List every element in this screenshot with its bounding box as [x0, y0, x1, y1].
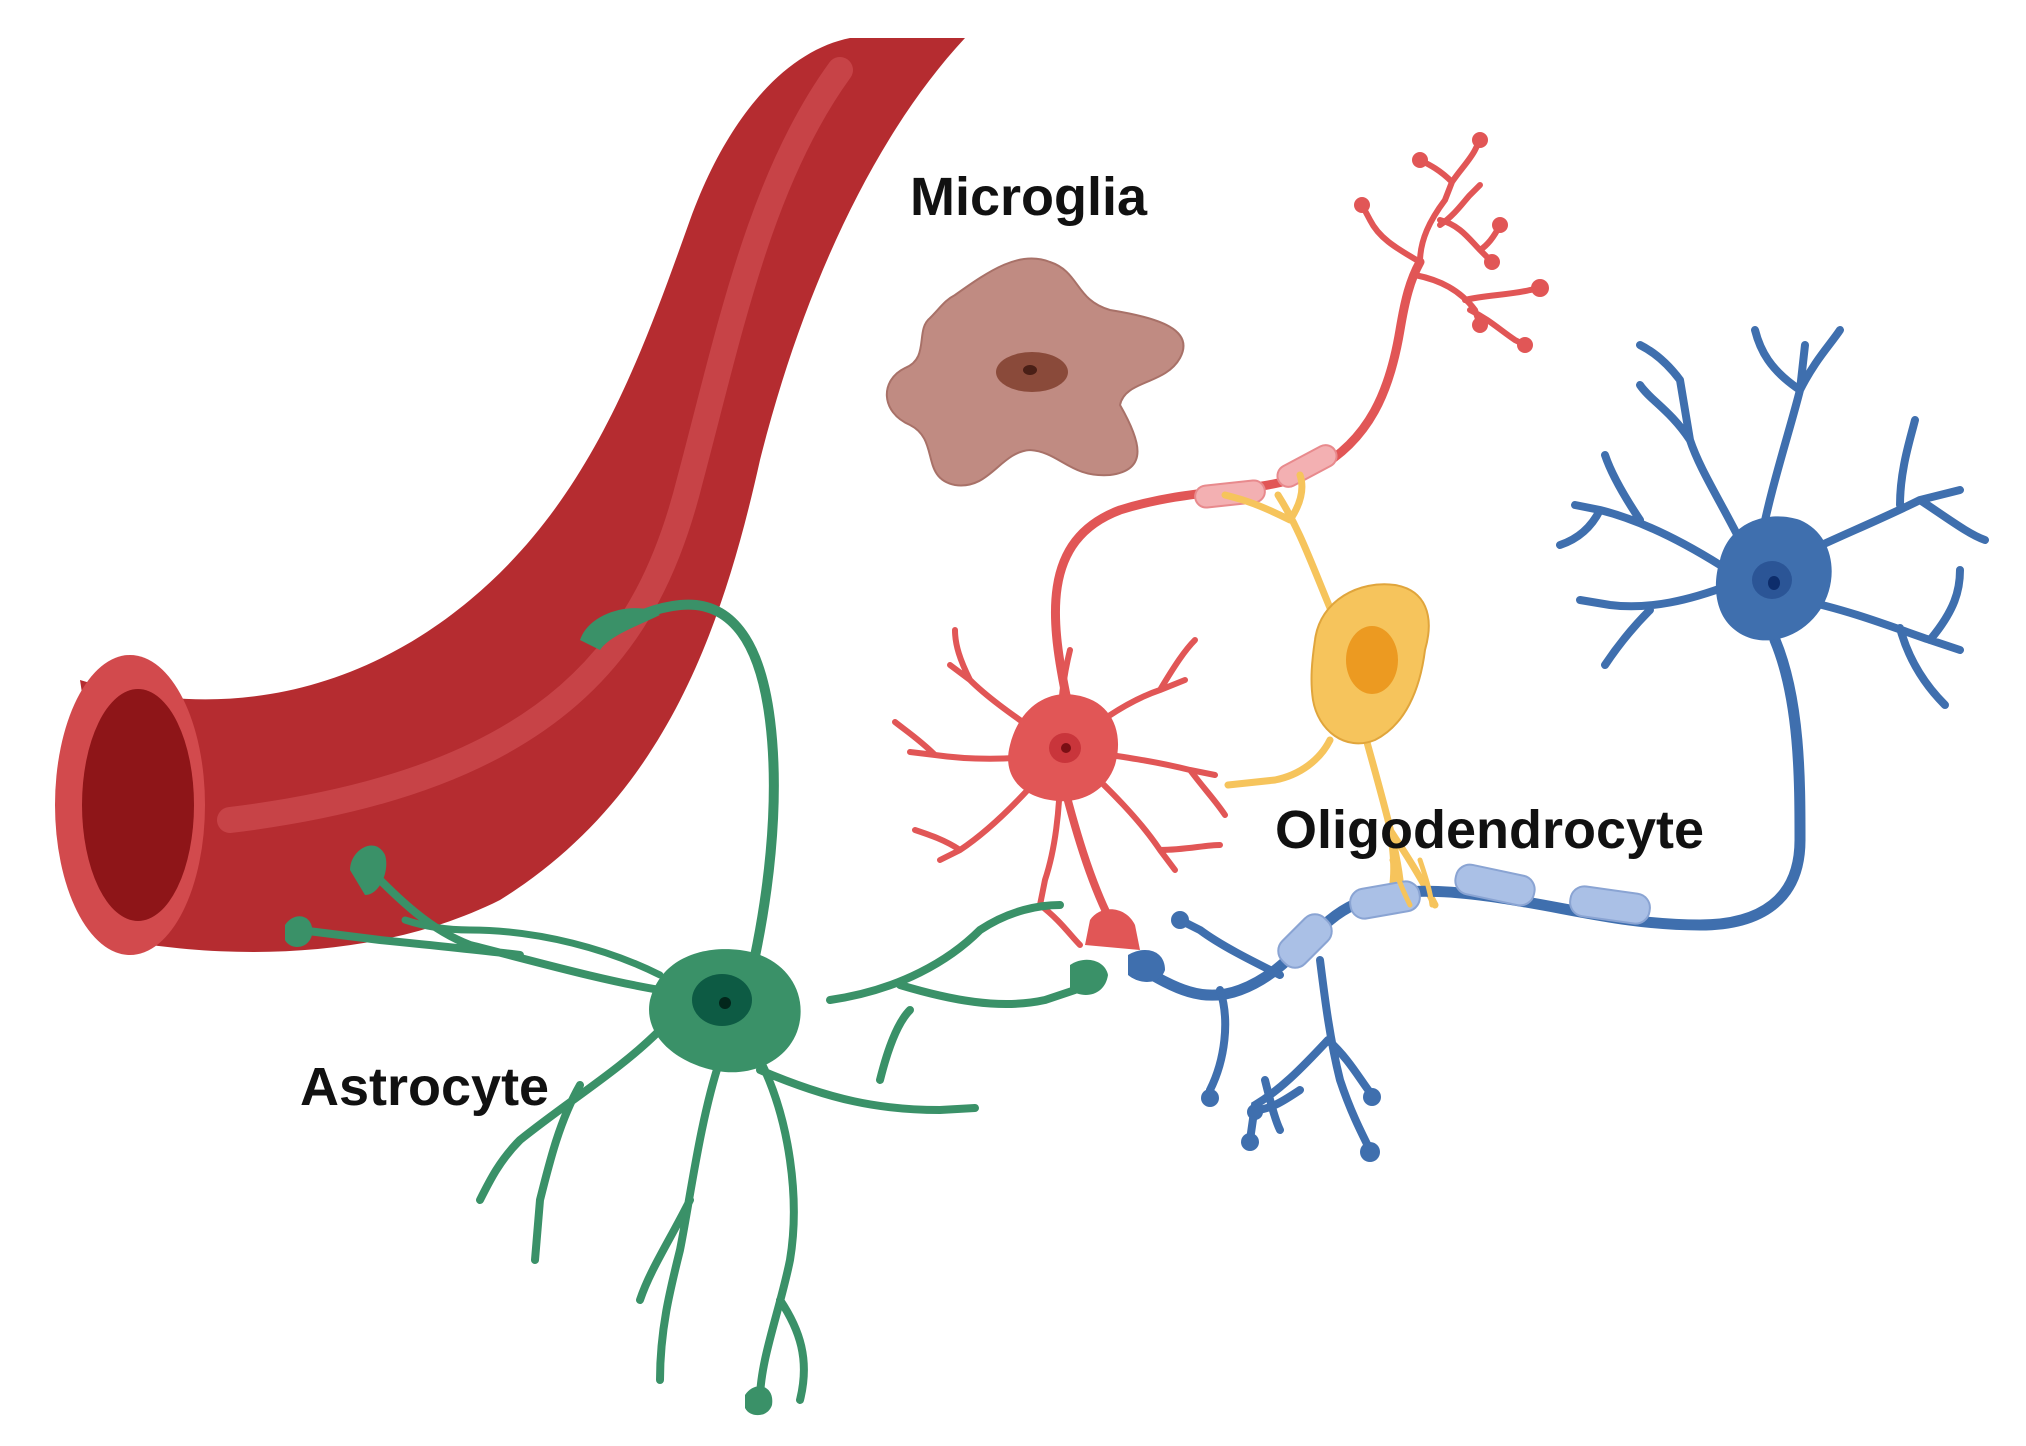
label-microglia: Microglia: [910, 167, 1148, 227]
red-neuron-tuft-tip: [1412, 152, 1428, 168]
blue-neuron: [1129, 326, 1989, 1154]
myelin-sheath: [1349, 880, 1421, 920]
microglia-nucleolus: [1023, 365, 1037, 375]
astrocyte-synapse-process: [826, 901, 1079, 1008]
oligodendrocyte-process-to-myelin: [1389, 857, 1435, 908]
red-axon-myelin: [1194, 444, 1338, 509]
blue-neuron-nucleolus: [1768, 576, 1780, 590]
red-neuron-tuft-tip: [1354, 197, 1370, 213]
red-neuron-synaptic-bouton: [1085, 909, 1140, 950]
label-astrocyte: Astrocyte: [300, 1057, 549, 1117]
blue-neuron-knob: [1247, 1104, 1263, 1120]
blue-neuron-fill: [1128, 516, 1832, 1162]
blood-vessel-lumen: [82, 689, 194, 921]
astrocyte-left-process: [296, 866, 664, 994]
blue-neuron-knob: [1201, 1089, 1219, 1107]
blue-neuron-knob: [1363, 1088, 1381, 1106]
blue-neuron-terminal-branches: [1176, 916, 1376, 1154]
astrocyte-upper-left-process: [401, 916, 664, 979]
oligodendrocyte-nucleus: [1346, 626, 1398, 694]
myelin-sheath: [1454, 863, 1536, 907]
microglia-cell: [885, 257, 1185, 487]
astrocyte-end-foot: [745, 1386, 773, 1416]
label-oligodendrocyte: Oligodendrocyte: [1275, 800, 1704, 860]
red-neuron: [892, 137, 1543, 948]
red-neuron-tuft-tip: [1531, 279, 1549, 297]
red-neuron-tuft-tip: [1472, 317, 1488, 333]
red-neuron-tuft-tip: [1484, 254, 1500, 270]
astrocyte-end-foot: [580, 608, 660, 650]
blood-vessel: [55, 38, 965, 955]
blue-neuron-postsynaptic-cap: [1128, 950, 1165, 982]
blue-neuron-knob: [1171, 911, 1189, 929]
astrocyte-nucleolus: [719, 997, 731, 1009]
astrocyte-end-foot: [285, 916, 313, 947]
myelin-sheath: [1276, 444, 1338, 488]
red-neuron-dendrites: [892, 627, 1228, 948]
red-neuron-tuft-tip: [1517, 337, 1533, 353]
red-neuron-tuft: [1359, 137, 1543, 348]
blue-neuron-knob: [1360, 1142, 1380, 1162]
oligodendrocyte-processes: [1221, 471, 1439, 909]
myelin-sheath: [1569, 885, 1651, 925]
astrocyte-end-foot: [350, 845, 387, 895]
red-neuron-fill: [1008, 132, 1549, 950]
blue-neuron-knob: [1241, 1133, 1259, 1151]
oligodendrocyte-cell: [1221, 471, 1439, 909]
blood-vessel-highlight: [217, 57, 853, 833]
astrocyte-end-foot: [1070, 959, 1108, 995]
astrocyte-cell: [296, 599, 1079, 1404]
astrocyte-vessel-process: [595, 599, 779, 1005]
astrocyte-lower-processes: [476, 1006, 979, 1404]
myelin-sheath: [1277, 913, 1333, 969]
blue-neuron-dendrites: [1556, 326, 1989, 709]
red-neuron-tuft-tip: [1492, 217, 1508, 233]
astrocyte-fill: [285, 608, 1108, 1416]
blood-vessel-body: [80, 38, 965, 952]
red-neuron-nucleolus: [1061, 743, 1071, 753]
red-neuron-tuft-tip: [1472, 132, 1488, 148]
